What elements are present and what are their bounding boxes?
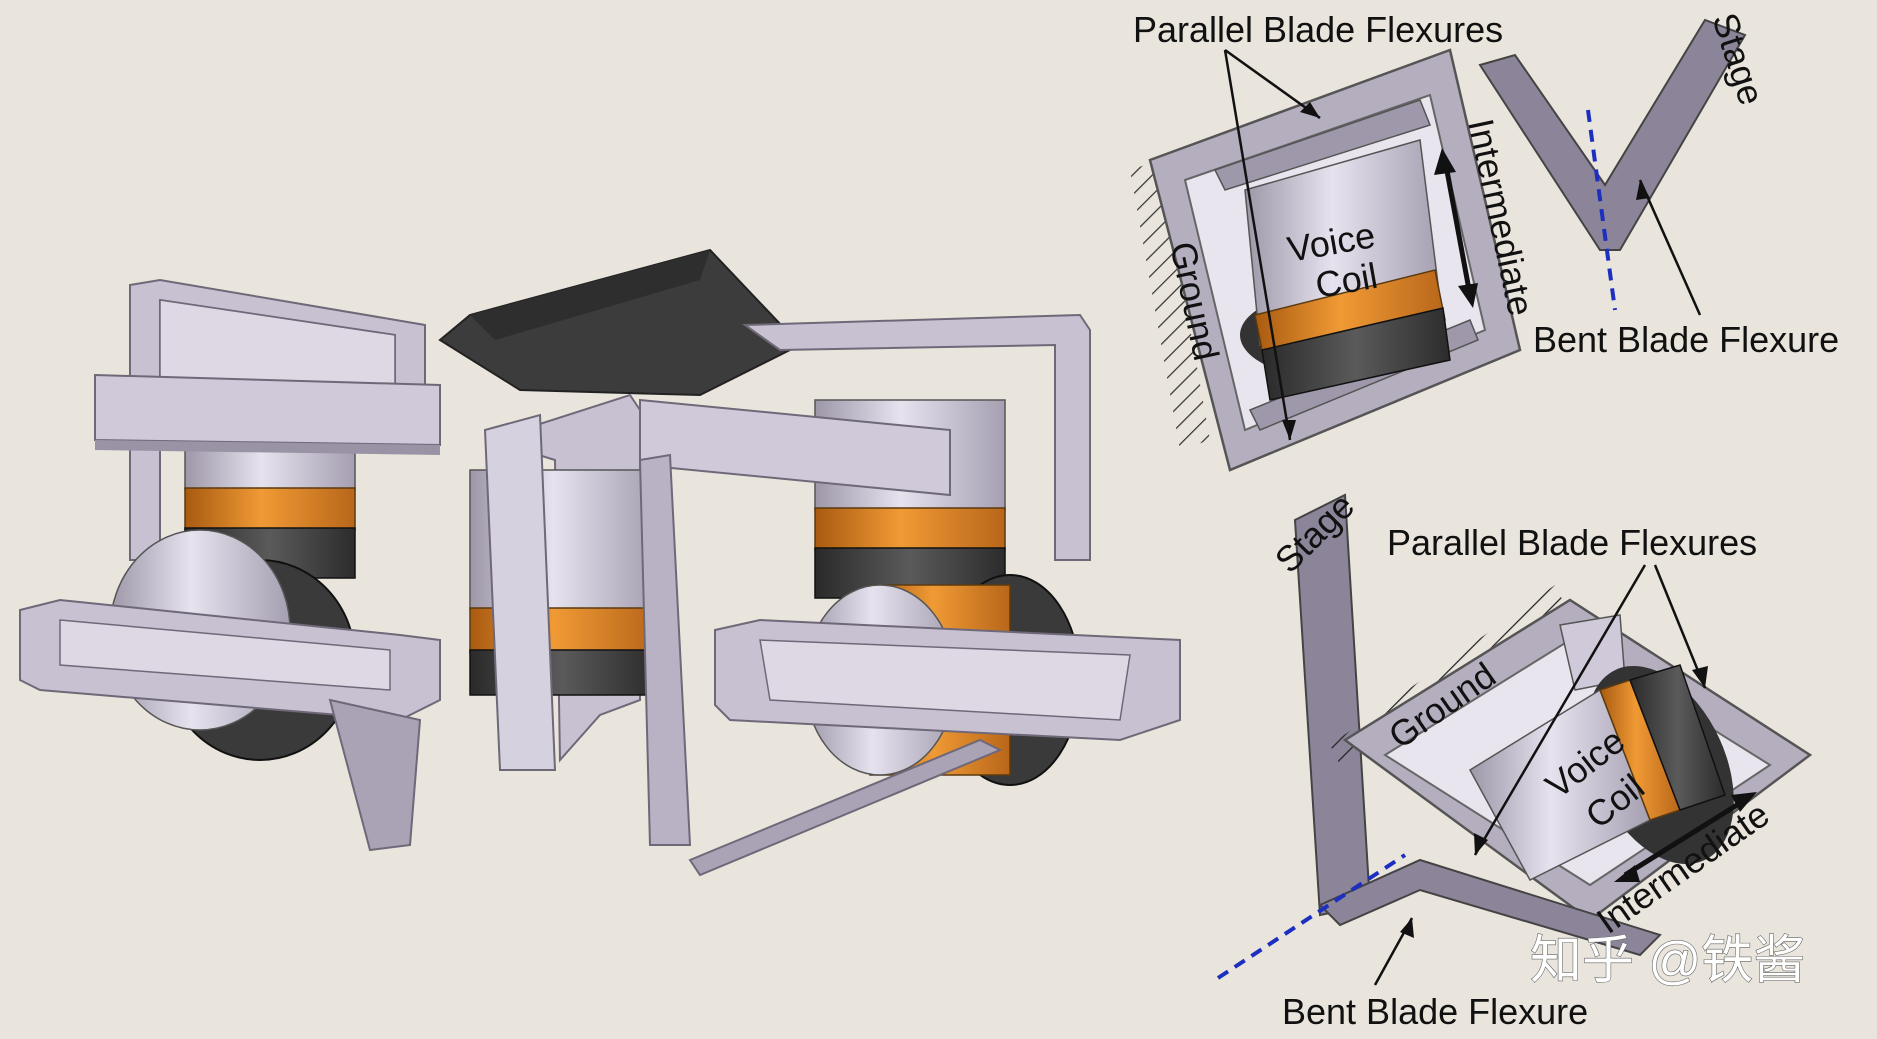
top-schematic: Parallel Blade Flexures Stage Ground Voi… <box>1130 8 1839 472</box>
lower-right-frame <box>688 574 1181 877</box>
top-intermediate-arrow <box>1434 148 1478 308</box>
bottom-bent-blade <box>1318 858 1662 957</box>
rear-dark-blade-top <box>470 250 710 340</box>
center-frame <box>469 393 692 846</box>
top-parallel-label: Parallel Blade Flexures <box>1133 9 1503 50</box>
bottom-intermediate-arrow <box>1614 792 1757 882</box>
flexure-assembly-3d <box>19 248 1181 877</box>
top-bent-blade <box>1478 18 1747 251</box>
top-bent-label: Bent Blade Flexure <box>1533 319 1839 360</box>
bottom-parallel-label: Parallel Blade Flexures <box>1387 522 1757 563</box>
bottom-blue-axis <box>1216 853 1407 980</box>
top-blue-axis <box>1586 109 1617 311</box>
watermark: 知乎 @铁酱 <box>1530 932 1805 990</box>
top-voice-coil <box>1240 139 1451 401</box>
upper-left-frame <box>129 278 426 579</box>
top-ground-hatch <box>1130 160 1210 450</box>
lower-left-frame <box>19 529 441 852</box>
bottom-bent-label: Bent Blade Flexure <box>1282 991 1588 1032</box>
top-blade-left <box>94 373 441 447</box>
top-leader-lines <box>1223 48 1702 441</box>
bottom-voice-coil <box>1469 664 1734 881</box>
